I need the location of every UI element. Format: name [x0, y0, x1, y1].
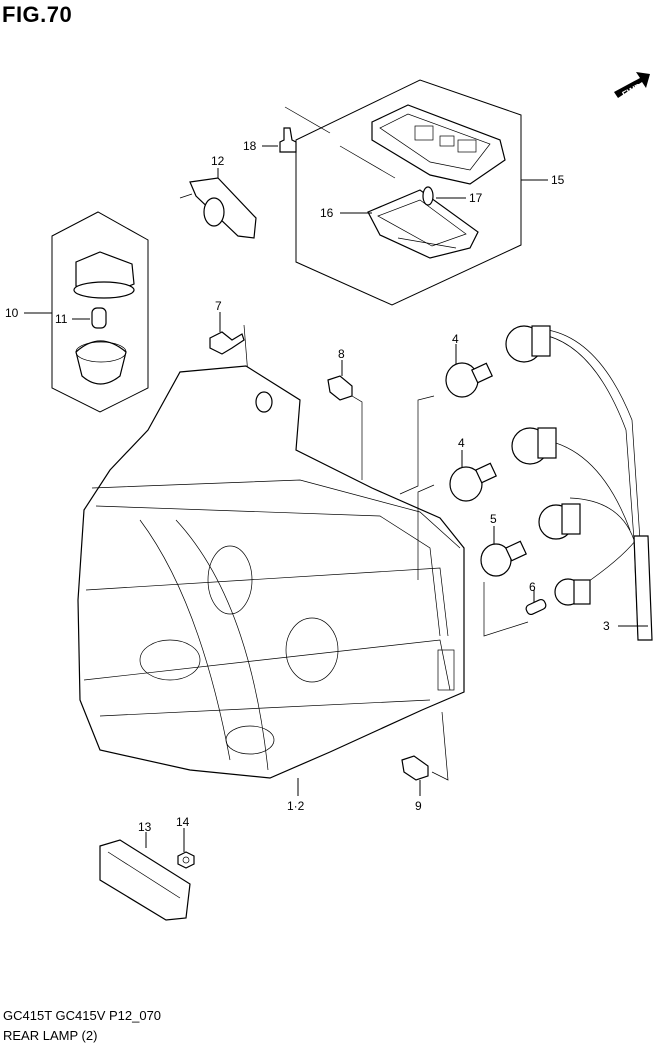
callout-5: 5: [490, 512, 497, 526]
fwd-arrow-icon: FWD: [614, 72, 650, 100]
guide-lines: [399, 395, 529, 781]
figure-code: GC415T GC415V P12_070: [3, 1008, 162, 1023]
bulbs: [445, 344, 547, 616]
callout-3: 3: [603, 619, 610, 633]
bulb-4-lower: [449, 450, 498, 502]
socket-small: [554, 578, 591, 606]
figure-description: REAR LAMP (2): [3, 1028, 98, 1043]
socket-upper: [505, 325, 551, 363]
wiring-harness-3: [505, 325, 653, 641]
socket-lower: [538, 503, 581, 540]
rear-combination-lamp: [77, 365, 465, 796]
callout-labels: 1·2 3 4 4 5 6 7 8 9 10 11 12 13 14 15 16…: [5, 139, 610, 834]
bulb-4-upper: [445, 344, 494, 398]
reflector-13: [99, 832, 191, 921]
callout-9: 9: [415, 799, 422, 813]
clip-8: [327, 360, 363, 480]
callout-4-upper: 4: [452, 332, 459, 346]
callout-16: 16: [320, 206, 334, 220]
callout-17: 17: [469, 191, 483, 205]
callout-7: 7: [215, 299, 222, 313]
callout-13: 13: [138, 820, 152, 834]
nut-14: [177, 828, 195, 869]
callout-11: 11: [55, 312, 68, 326]
clip-18: [262, 127, 297, 153]
bulb-6: [525, 590, 547, 616]
gasket-12: [179, 168, 257, 239]
license-lamp-group: [284, 79, 548, 306]
side-lamp-group: [24, 211, 149, 413]
callout-10: 10: [5, 306, 19, 320]
callout-1-2: 1·2: [287, 799, 305, 813]
clip-9: [401, 755, 429, 796]
callout-14: 14: [176, 815, 190, 829]
figure-title: FIG.70: [2, 2, 73, 27]
socket-middle: [511, 427, 557, 465]
callout-4-lower: 4: [458, 436, 465, 450]
callout-18: 18: [243, 139, 257, 153]
fwd-label: FWD: [620, 81, 643, 100]
callout-6: 6: [529, 580, 536, 594]
callout-8: 8: [338, 347, 345, 361]
callout-12: 12: [211, 154, 225, 168]
callout-15: 15: [551, 173, 565, 187]
bulb-5: [480, 526, 528, 577]
